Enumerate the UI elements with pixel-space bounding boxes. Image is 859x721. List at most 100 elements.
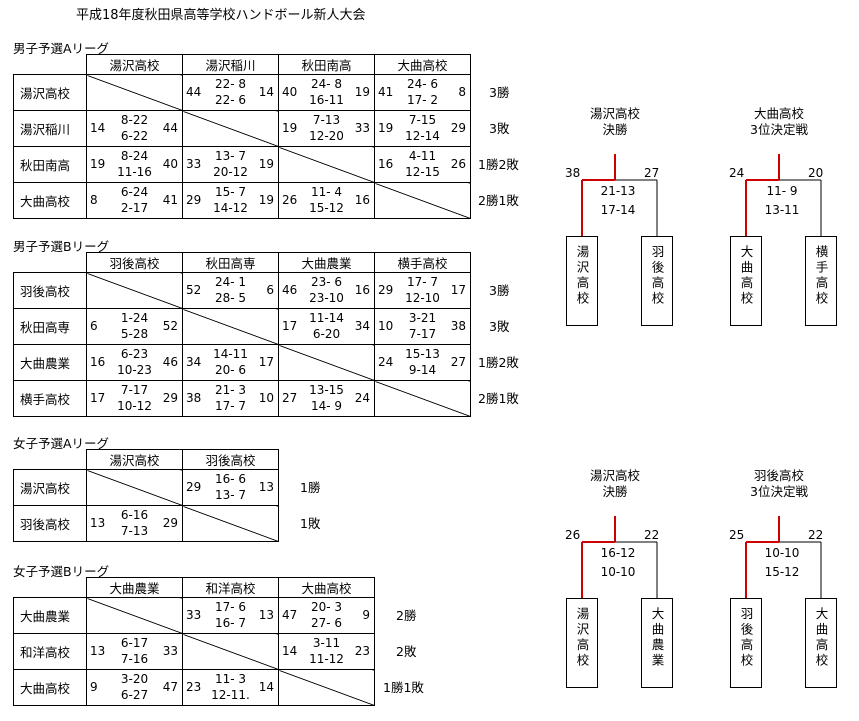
total-against: 29 [162,391,178,405]
half2-score: 11‐16 [117,165,152,179]
diagonal-cell [374,182,471,219]
total-for: 6 [90,319,98,333]
total-against: 44 [162,121,178,135]
record-result: 1勝2敗 [478,355,519,370]
half2-score: 17‐ 7 [214,399,247,413]
record-result: 2勝1敗 [478,391,519,406]
half2-score: 20‐12 [213,165,248,179]
row-team-name: 湯沢高校 [13,469,87,506]
total-against: 17 [450,283,466,297]
column-header: 大曲農業 [86,577,183,598]
half2-score: 7‐17 [408,327,437,341]
column-header: 秋田南高 [278,54,375,75]
total-for: 41 [378,85,394,99]
total-for: 29 [186,193,202,207]
row-team-name: 和洋高校 [13,633,87,670]
table-corner [13,449,87,470]
bracket-team-right: 大曲高校 [805,598,837,688]
half2-score: 9‐14 [408,363,437,377]
total-against: 24 [354,391,370,405]
column-header: 羽後高校 [86,252,183,273]
total-against: 19 [258,193,274,207]
record-result: 2勝1敗 [478,193,519,208]
diagonal-cell [278,344,375,381]
final-half2: 17‐14 [600,203,636,217]
column-header: 大曲農業 [278,252,375,273]
diagonal-cell [278,669,375,706]
half1-score: 11‐ 3 [214,672,247,686]
half1-score: 22‐ 8 [214,77,247,91]
total-against: 14 [258,85,274,99]
bracket-title: 湯沢高校 [589,106,640,121]
total-against: 13 [258,480,274,494]
half2-score: 16‐11 [309,93,344,107]
bracket-lines [745,154,822,236]
team-name: 大曲高校 [738,245,754,307]
bracket-team-right: 羽後高校 [641,236,673,326]
total-for: 8 [90,193,98,207]
half1-score: 3‐20 [120,672,149,686]
row-team-name: 大曲高校 [13,669,87,706]
team-name: 羽後高校 [738,607,754,669]
total-for: 13 [90,516,106,530]
half2-score: 10‐23 [117,363,152,377]
column-header: 秋田高専 [182,252,279,273]
half1-score: 16‐ 6 [214,472,247,486]
table-corner [13,577,87,598]
right-total: 27 [644,166,660,180]
total-against: 19 [354,85,370,99]
total-against: 38 [450,319,466,333]
bracket-team-left: 湯沢高校 [566,236,598,326]
total-against: 13 [258,608,274,622]
bracket-title: 湯沢高校 [589,468,640,483]
left-total: 24 [729,166,745,180]
total-against: 9 [362,608,370,622]
team-name: 羽後高校 [649,245,665,307]
half2-score: 11‐12 [309,652,344,666]
half1-score: 21‐ 3 [214,383,247,397]
row-team-name: 秋田南高 [13,146,87,183]
half1-score: 13‐15 [309,383,344,397]
total-for: 46 [282,283,298,297]
team-name: 湯沢高校 [574,245,590,307]
diagonal-cell [374,380,471,417]
half1-score: 8‐22 [120,113,149,127]
total-against: 23 [354,644,370,658]
row-team-name: 横手高校 [13,380,87,417]
bracket-title: 大曲高校 [753,106,804,121]
diagonal-cell [182,505,279,542]
record-result: 3敗 [489,121,510,136]
total-for: 19 [282,121,298,135]
total-against: 33 [162,644,178,658]
half1-score: 3‐21 [408,311,437,325]
record-result: 2敗 [396,644,417,659]
half2-score: 17‐ 2 [406,93,439,107]
record-result: 3勝 [489,85,510,100]
diagonal-cell [86,272,183,309]
bracket-subtitle: 3位決定戦 [750,122,808,137]
half1-score: 6‐17 [120,636,149,650]
total-for: 34 [186,355,202,369]
half1-score: 6‐23 [120,347,149,361]
diagonal-cell [86,597,183,634]
total-against: 41 [162,193,178,207]
row-team-name: 湯沢稲川 [13,110,87,147]
